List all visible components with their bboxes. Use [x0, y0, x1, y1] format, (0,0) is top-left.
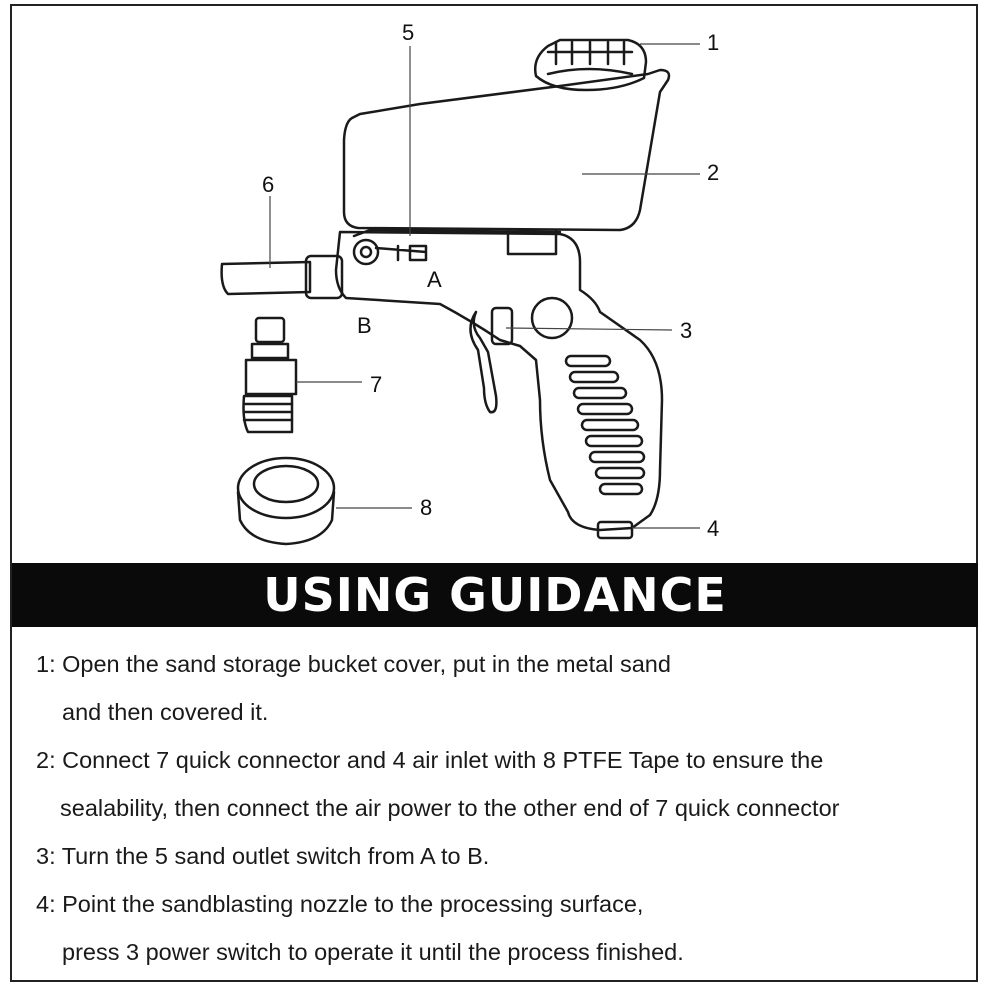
instruction-step-3: 3: Turn the 5 sand outlet switch from A … [36, 832, 976, 880]
sandblaster-diagram [220, 38, 700, 546]
gun-body [334, 230, 664, 532]
step-1-line-2: and then covered it. [62, 699, 269, 725]
adjust-knob [530, 296, 574, 340]
sand-hopper [342, 68, 671, 232]
step-1-line-1: 1: Open the sand storage bucket cover, p… [36, 651, 671, 677]
instruction-step-1: 1: Open the sand storage bucket cover, p… [36, 640, 976, 736]
quick-connector [242, 316, 298, 434]
step-4-line-1: 4: Point the sandblasting nozzle to the … [36, 891, 644, 917]
switch-position-a: A [427, 267, 442, 292]
outer-frame [10, 4, 978, 982]
ptfe-tape-ring [236, 456, 336, 546]
air-inlet [596, 520, 634, 540]
guidance-banner: USING GUIDANCE [12, 563, 978, 627]
instruction-step-2: 2: Connect 7 quick connector and 4 air i… [36, 736, 976, 832]
step-2-line-2: sealability, then connect the air power … [60, 795, 840, 821]
power-switch [490, 306, 514, 346]
callout-5: 5 [402, 20, 415, 45]
step-3-line-1: 3: Turn the 5 sand outlet switch from A … [36, 843, 490, 869]
callout-4: 4 [707, 516, 720, 541]
outlet-switch [352, 238, 380, 266]
instruction-step-4: 4: Point the sandblasting nozzle to the … [36, 880, 976, 976]
trigger [469, 310, 498, 414]
step-4-line-2: press 3 power switch to operate it until… [62, 939, 684, 965]
callout-2: 2 [707, 160, 720, 185]
callout-6: 6 [262, 172, 275, 197]
switch-position-b: B [357, 313, 372, 338]
instruction-list: 1: Open the sand storage bucket cover, p… [36, 640, 976, 976]
grip-slots [564, 354, 646, 496]
callout-1: 1 [707, 30, 720, 55]
step-2-line-1: 2: Connect 7 quick connector and 4 air i… [36, 747, 824, 773]
callout-3: 3 [680, 318, 693, 343]
callout-7: 7 [370, 372, 383, 397]
sandblast-nozzle [220, 260, 312, 296]
callout-8: 8 [420, 495, 433, 520]
hopper-cap [534, 38, 648, 92]
